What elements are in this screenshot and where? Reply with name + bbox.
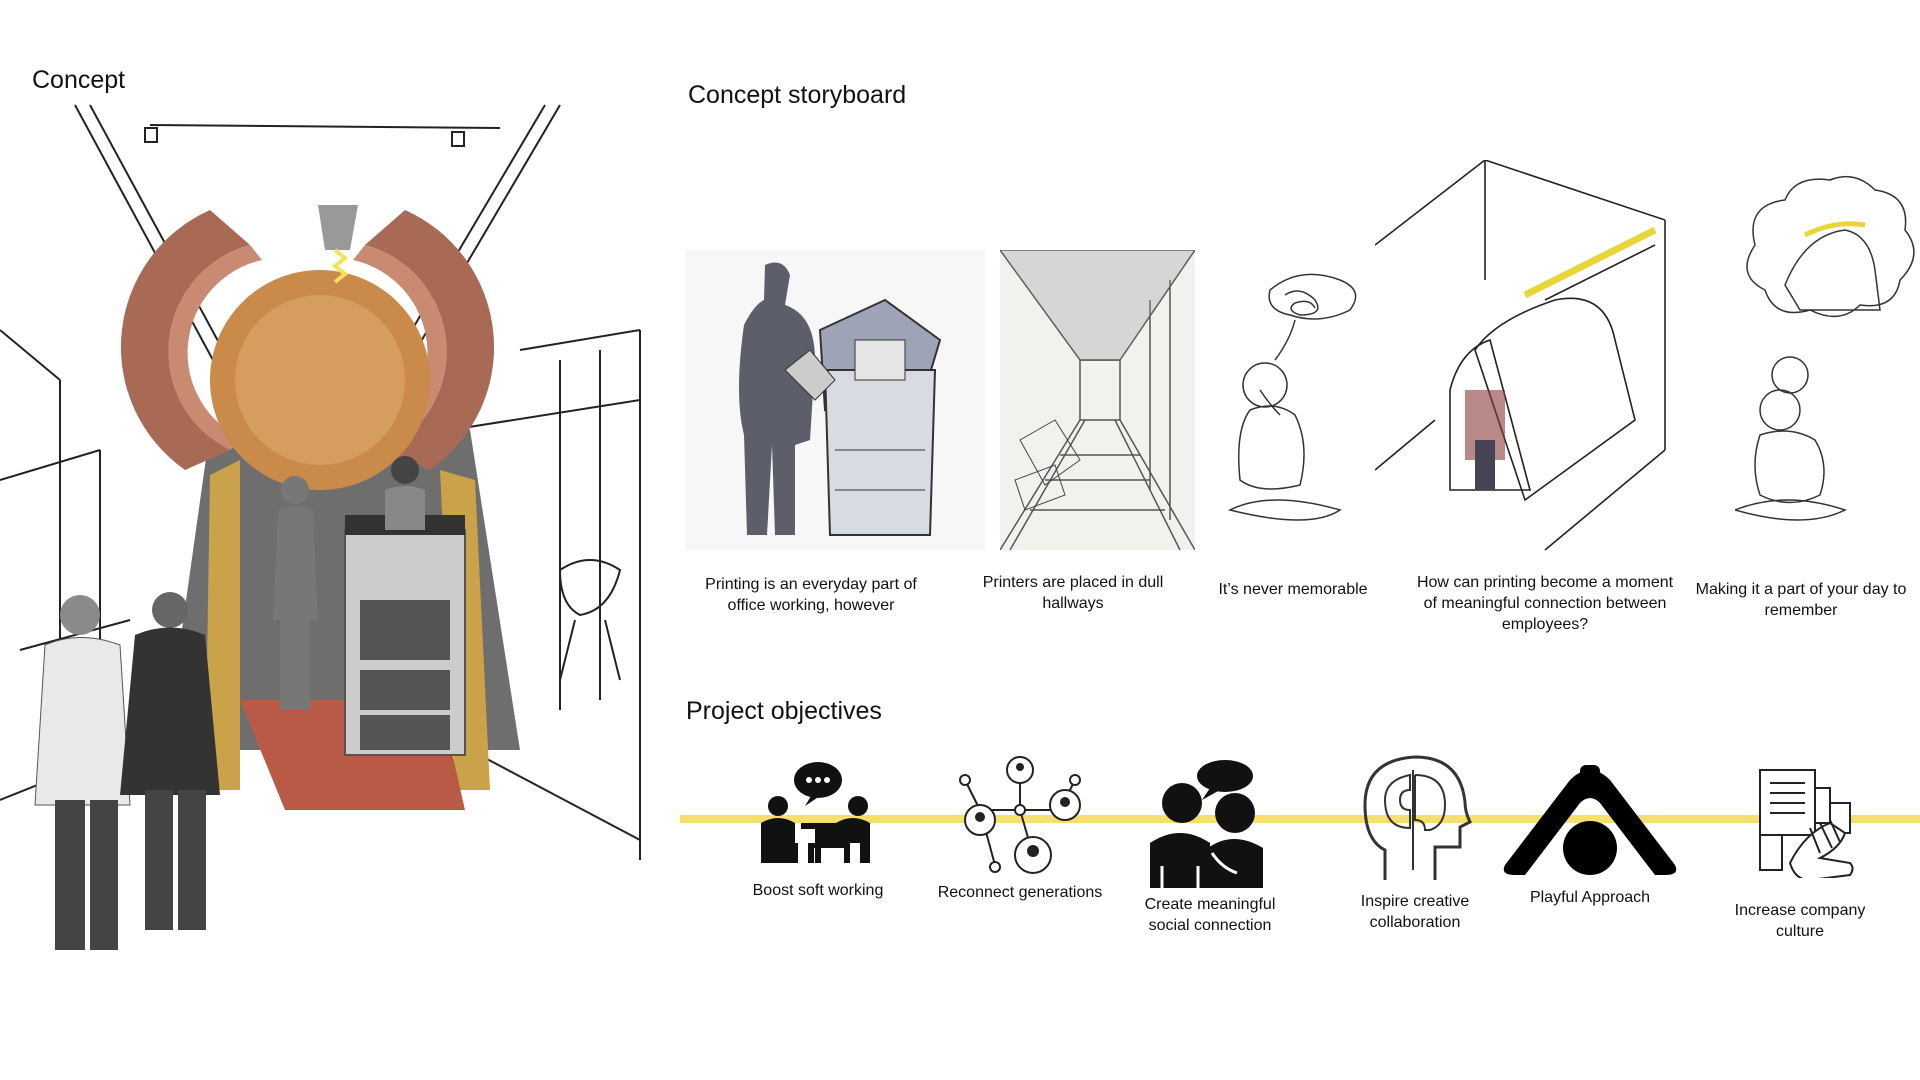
puzzle-head-icon [1363,755,1473,880]
storyboard-caption-5: Making it a part of your day to remember [1695,581,1907,619]
objective-label: Reconnect generations [937,884,1103,901]
objective-item: Playful Approach [1495,760,1685,908]
concept-collage [0,100,645,980]
objective-item: Increase company culture [1710,768,1890,942]
storyboard-dream-sketch [1735,175,1915,535]
network-icon [959,756,1081,874]
objective-label: Playful Approach [1529,889,1651,906]
objectives-timeline-bar [680,815,1920,823]
objective-item: Boost soft working [733,758,903,901]
concept-title: Concept [32,66,126,94]
objective-item: Create meaningful social connection [1130,758,1290,936]
playful-icon [1503,765,1677,875]
meeting-icon [761,762,870,863]
conversation-icon [1150,760,1263,888]
storyboard-caption-2: Printers are placed in dull hallways [982,574,1164,612]
storyboard-thinking-figure-sketch [1220,270,1380,550]
objective-label: Boost soft working [752,882,884,899]
objectives-title: Project objectives [686,697,882,725]
storyboard-hallway-sketch [1000,250,1195,550]
storyboard-caption-1: Printing is an everyday part of office w… [705,576,917,614]
objective-item: Inspire creative collaboration [1335,755,1495,933]
objective-item: Reconnect generations [930,755,1110,903]
objective-label: Create meaningful social connection [1144,896,1276,934]
objective-label: Inspire creative collaboration [1360,893,1470,931]
storyboard-caption-3: It’s never memorable [1218,581,1368,598]
storyboard-title: Concept storyboard [688,81,907,109]
storyboard-printer-user-sketch [685,250,985,550]
objective-label: Increase company culture [1734,902,1866,940]
storyboard-caption-4: How can printing become a moment of mean… [1416,574,1674,633]
storyboard-booth-sketch [1375,160,1705,560]
culture-icon [1759,769,1854,878]
